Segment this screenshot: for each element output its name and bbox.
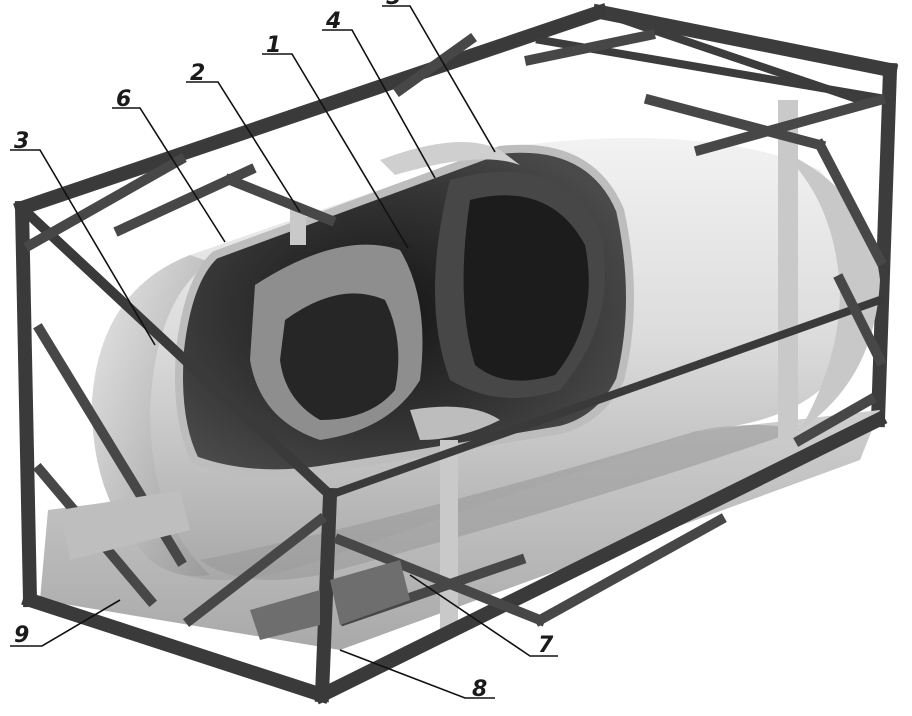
- callout-6: 6: [116, 87, 131, 112]
- callout-3: 3: [14, 129, 29, 154]
- leader-lines: [10, 5, 558, 699]
- base-supports: [60, 490, 410, 640]
- callout-2: 2: [190, 61, 205, 86]
- front-frame: [14, 5, 888, 705]
- callout-8: 8: [472, 677, 487, 702]
- callout-7: 7: [538, 633, 554, 658]
- callout-4: 4: [325, 9, 341, 34]
- bracing: [23, 29, 887, 628]
- callout-labels: 1 2 3 4 5 6 7 8 9: [14, 0, 554, 702]
- callout-5: 5: [386, 0, 401, 10]
- callout-1: 1: [266, 33, 281, 58]
- callout-9: 9: [14, 623, 29, 648]
